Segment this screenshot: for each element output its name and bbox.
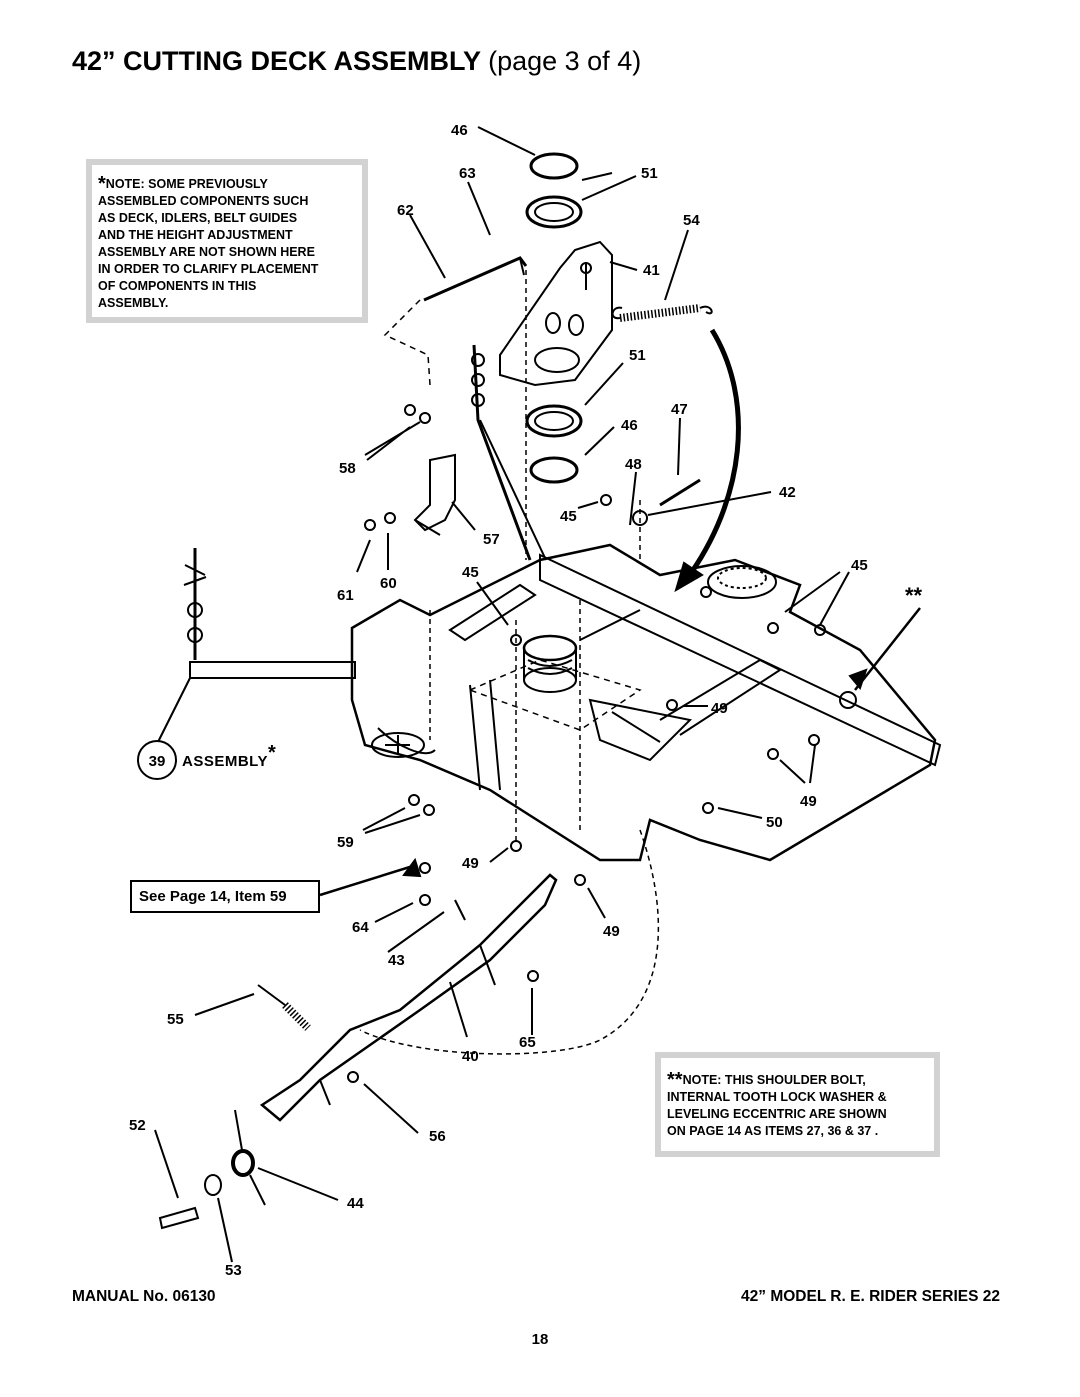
callout-53: 53 — [225, 1262, 242, 1279]
callout-57: 57 — [483, 531, 500, 548]
callout-60: 60 — [380, 575, 397, 592]
callout-51: 51 — [641, 165, 658, 182]
callout-55: 55 — [167, 1011, 184, 1028]
note-bottom-line-3: LEVELING ECCENTRIC ARE SHOWN — [667, 1107, 887, 1121]
note-top-line-3: AS DECK, IDLERS, BELT GUIDES — [98, 211, 298, 225]
note-top-line-7: OF COMPONENTS IN THIS — [98, 279, 257, 293]
blade-plate — [259, 873, 558, 1122]
callout-48: 48 — [625, 456, 642, 473]
assembly-marker: * — [268, 742, 276, 764]
note-bottom-line-4: ON PAGE 14 AS ITEMS 27, 36 & 37 . — [667, 1124, 879, 1138]
callout-46: 46 — [451, 122, 468, 139]
callout-45: 45 — [560, 508, 577, 525]
note-top-line-4: AND THE HEIGHT ADJUSTMENT — [98, 228, 293, 242]
note-bottom-line-1: NOTE: THIS SHOULDER BOLT, — [682, 1073, 866, 1087]
note-bottom-line-2: INTERNAL TOOTH LOCK WASHER & — [667, 1090, 887, 1104]
callout-63: 63 — [459, 165, 476, 182]
callout-42: 42 — [779, 484, 796, 501]
see-page-reference: See Page 14, Item 59 — [130, 880, 320, 913]
callout-40: 40 — [462, 1048, 479, 1065]
callout-64: 64 — [352, 919, 369, 936]
callout-46-lower: 46 — [621, 417, 638, 434]
callout-43: 43 — [388, 952, 405, 969]
model-series: 42” MODEL R. E. RIDER SERIES 22 — [741, 1288, 1000, 1305]
note-top-marker: * — [98, 173, 106, 195]
note-box-top: *NOTE: SOME PREVIOUSLY ASSEMBLED COMPONE… — [86, 159, 368, 323]
callout-45-right: 45 — [851, 557, 868, 574]
callout-59: 59 — [337, 834, 354, 851]
callout-61: 61 — [337, 587, 354, 604]
assembly-label: ASSEMBLY* — [182, 742, 276, 770]
note-bottom-text: **NOTE: THIS SHOULDER BOLT, INTERNAL TOO… — [667, 1069, 934, 1140]
mounting-bracket — [499, 240, 613, 387]
callout-45-center: 45 — [462, 564, 479, 581]
note-top-line-2: ASSEMBLED COMPONENTS SUCH — [98, 194, 309, 208]
callout-49: 49 — [711, 700, 728, 717]
retaining-ring-top — [529, 152, 579, 180]
bearing-ring-mid — [525, 404, 583, 438]
assembly-number: 39 — [149, 753, 166, 770]
note-top-line-8: ASSEMBLY. — [98, 296, 169, 310]
callout-62: 62 — [397, 202, 414, 219]
pulley — [522, 634, 578, 662]
callout-56: 56 — [429, 1128, 446, 1145]
note-box-bottom: **NOTE: THIS SHOULDER BOLT, INTERNAL TOO… — [655, 1052, 940, 1157]
callout-49-right: 49 — [800, 793, 817, 810]
callout-54: 54 — [683, 212, 700, 229]
callout-47: 47 — [671, 401, 688, 418]
page-title: 42” CUTTING DECK ASSEMBLY (page 3 of 4) — [72, 46, 641, 77]
callout-58: 58 — [339, 460, 356, 477]
title-main: 42” CUTTING DECK ASSEMBLY — [72, 46, 481, 76]
assembly-number-circle — [137, 740, 177, 780]
note-bottom-marker: ** — [667, 1069, 683, 1091]
double-star-marker: ** — [905, 583, 923, 608]
note-top-line-1: NOTE: SOME PREVIOUSLY — [105, 177, 268, 191]
note-top-line-6: IN ORDER TO CLARIFY PLACEMENT — [98, 262, 319, 276]
callout-50: 50 — [766, 814, 783, 831]
callout-51-lower: 51 — [629, 347, 646, 364]
callout-labels: 46 63 51 62 54 41 51 47 46 58 48 42 45 5… — [129, 122, 923, 1279]
note-top-text: *NOTE: SOME PREVIOUSLY ASSEMBLED COMPONE… — [98, 173, 362, 312]
retaining-ring-mid — [529, 456, 579, 484]
page-number: 18 — [531, 1331, 549, 1348]
extension-spring — [619, 304, 701, 322]
note-top-line-5: ASSEMBLY ARE NOT SHOWN HERE — [98, 245, 315, 259]
callout-65: 65 — [519, 1034, 536, 1051]
assembly-text: ASSEMBLY — [182, 753, 268, 770]
callout-49-lower: 49 — [603, 923, 620, 940]
deck-housing — [350, 543, 937, 862]
callout-44: 44 — [347, 1195, 364, 1212]
callout-41: 41 — [643, 262, 660, 279]
title-page-indicator: (page 3 of 4) — [488, 46, 642, 76]
manual-number: MANUAL No. 06130 — [72, 1288, 216, 1305]
callout-49-center: 49 — [462, 855, 479, 872]
lift-bar — [539, 553, 942, 767]
bearing-ring-top — [525, 195, 583, 229]
callout-52: 52 — [129, 1117, 146, 1134]
